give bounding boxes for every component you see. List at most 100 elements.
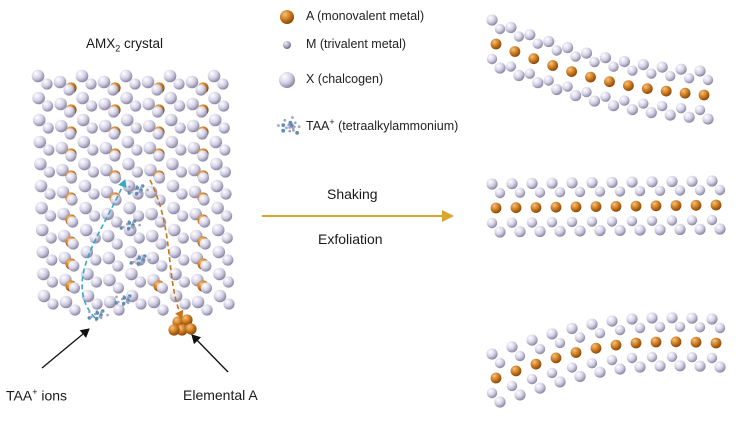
x-atom <box>645 107 657 119</box>
x-atom <box>608 61 619 72</box>
x-atom <box>78 157 91 171</box>
x-atom <box>614 186 626 197</box>
elemental-a-atom <box>176 324 188 336</box>
x-atom <box>165 135 179 149</box>
x-atom <box>514 226 526 238</box>
legend-x-label: X (chalcogen) <box>306 72 384 86</box>
a-atom <box>509 46 521 57</box>
a-atom <box>679 87 691 99</box>
exfoliated-nanosheets <box>486 14 726 408</box>
x-atom <box>212 245 226 259</box>
x-atom <box>199 238 211 250</box>
x-atom <box>702 113 714 125</box>
x-atom <box>42 100 54 112</box>
x-atom <box>543 75 554 86</box>
x-atom <box>594 366 606 378</box>
x-atom <box>694 322 706 333</box>
x-atom <box>486 217 498 229</box>
x-atom <box>168 245 182 259</box>
x-atom <box>64 106 76 118</box>
x-atom <box>532 38 543 49</box>
a-atom <box>650 200 662 212</box>
x-atom <box>506 217 518 228</box>
x-atom <box>586 216 598 227</box>
x-atom <box>120 113 134 127</box>
taa-ion <box>127 184 149 197</box>
x-atom <box>626 313 638 325</box>
x-atom <box>656 61 668 73</box>
x-atom <box>210 157 223 171</box>
x-atom <box>654 321 666 333</box>
x-atom <box>666 351 678 362</box>
x-atom <box>45 232 57 244</box>
x-atom <box>551 45 562 56</box>
x-atom <box>221 210 233 222</box>
a-atom <box>550 201 562 213</box>
x-atom <box>99 141 113 155</box>
x-atom <box>208 91 221 105</box>
x-atom <box>606 315 618 327</box>
x-atom <box>34 179 48 193</box>
x-atom <box>221 232 233 244</box>
x-atom <box>607 100 620 112</box>
x-atom <box>112 282 124 294</box>
a-atom <box>510 202 522 214</box>
x-atom <box>213 289 227 303</box>
x-atom <box>67 216 79 228</box>
x-atom <box>654 224 666 236</box>
x-atom <box>574 186 586 198</box>
x-atom <box>524 29 536 41</box>
x-atom <box>211 201 224 215</box>
x-atom <box>694 360 706 372</box>
x-atom <box>37 267 50 281</box>
x-atom <box>505 21 517 34</box>
x-atom <box>513 69 525 82</box>
x-atom <box>130 100 142 112</box>
x-atom <box>133 232 145 244</box>
x-atom <box>108 106 120 118</box>
nanosheet-top <box>486 14 714 125</box>
a-atom <box>490 202 502 214</box>
x-atom <box>566 362 578 373</box>
x-atom <box>686 312 698 324</box>
x-atom <box>56 163 69 177</box>
x-atom <box>562 81 573 92</box>
x-atom <box>562 42 574 54</box>
x-atom <box>88 188 100 200</box>
x-atom <box>706 313 718 325</box>
x-atom <box>174 100 186 112</box>
x-atom <box>594 225 606 237</box>
x-atom <box>674 321 686 332</box>
x-atom <box>32 113 46 127</box>
x-atom <box>219 144 231 156</box>
a-atom <box>610 201 622 212</box>
a-atom <box>670 336 682 348</box>
x-atom <box>546 367 558 379</box>
a-atom <box>650 336 662 348</box>
x-atom <box>714 184 726 196</box>
x-atom <box>156 260 168 272</box>
x-atom <box>694 65 706 77</box>
x-atom <box>131 144 143 156</box>
legend-m-label: M (trivalent metal) <box>306 37 407 51</box>
x-atom <box>188 185 202 199</box>
nanosheet-middle <box>486 175 726 238</box>
x-atom <box>626 104 639 116</box>
x-atom <box>626 215 638 227</box>
x-atom <box>109 150 121 162</box>
x-atom <box>702 74 714 86</box>
x-atom <box>100 163 113 177</box>
x-atom <box>686 175 698 187</box>
x-atom <box>666 312 678 324</box>
x-atom <box>494 396 506 408</box>
x-atom <box>59 295 73 309</box>
x-atom <box>634 224 646 236</box>
x-atom <box>674 360 686 372</box>
x-atom <box>187 141 201 155</box>
x-atom <box>111 216 123 228</box>
x-atom <box>634 322 646 334</box>
x-atom <box>69 304 81 316</box>
a-atom <box>710 199 722 211</box>
taa-ions-pointer-arrow <box>41 328 90 369</box>
legend-a-label: A (monovalent metal) <box>306 9 425 23</box>
